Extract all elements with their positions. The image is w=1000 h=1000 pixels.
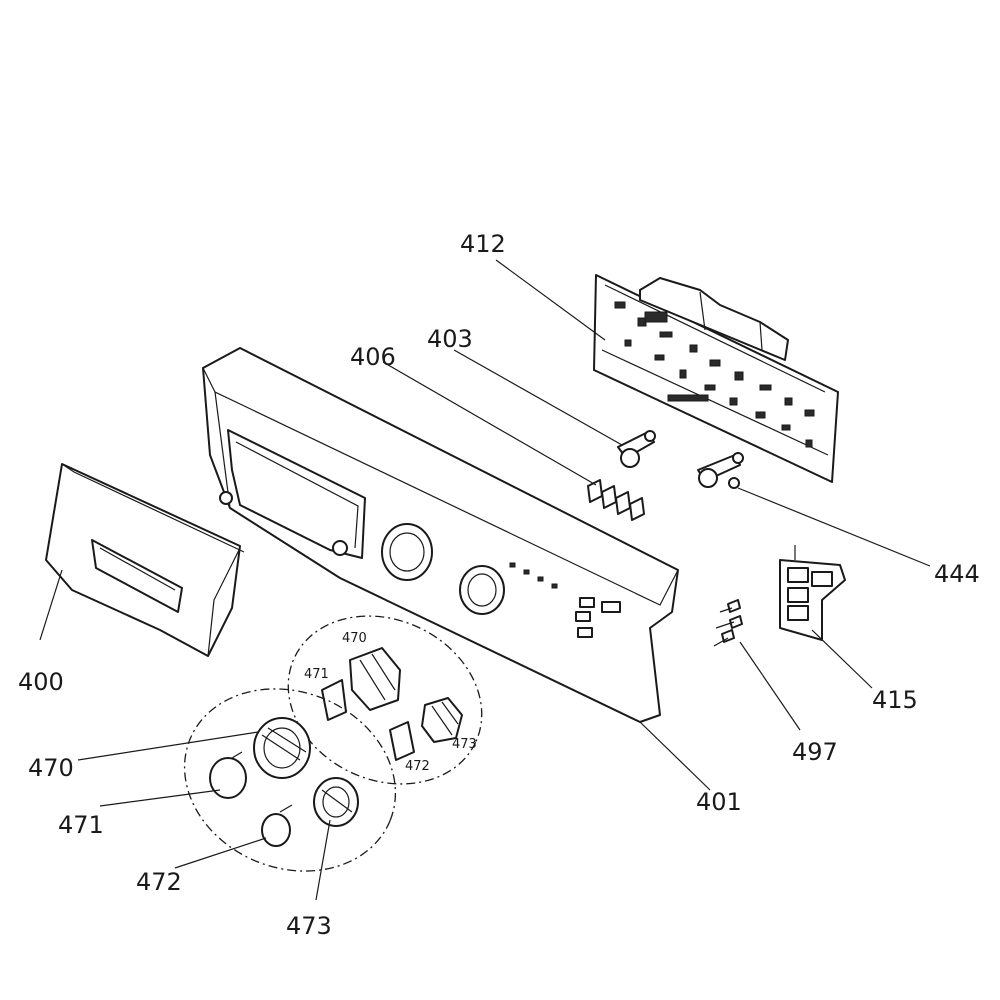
knob-473-left bbox=[313, 777, 359, 827]
label-497: 497 bbox=[792, 738, 838, 766]
part-labels: 412 403 406 444 415 497 401 400 470 471 … bbox=[18, 230, 980, 940]
knob-470-left bbox=[253, 717, 311, 779]
inner-label-473: 473 bbox=[452, 737, 477, 752]
inner-label-472: 472 bbox=[405, 759, 430, 774]
drawer-handle-400 bbox=[45, 463, 245, 657]
pointer-472-right bbox=[389, 721, 415, 761]
label-473: 473 bbox=[286, 912, 332, 940]
knob-group-right bbox=[287, 615, 483, 785]
inner-label-470: 470 bbox=[342, 631, 367, 646]
inner-label-471: 471 bbox=[304, 667, 329, 682]
label-471: 471 bbox=[58, 811, 104, 839]
label-406: 406 bbox=[350, 343, 396, 371]
label-412: 412 bbox=[460, 230, 506, 258]
pcb-components bbox=[614, 301, 815, 448]
label-444: 444 bbox=[934, 560, 980, 588]
knob-group-left bbox=[183, 688, 397, 872]
pointer-471-right bbox=[321, 679, 347, 721]
label-400: 400 bbox=[18, 668, 64, 696]
knob-cap-471 bbox=[209, 751, 247, 799]
knob-cap-472 bbox=[261, 804, 293, 847]
control-board-412 bbox=[593, 274, 839, 483]
label-470: 470 bbox=[28, 754, 74, 782]
control-panel-401 bbox=[202, 347, 679, 723]
label-415: 415 bbox=[872, 686, 918, 714]
label-401: 401 bbox=[696, 788, 742, 816]
leader-lines bbox=[39, 259, 931, 901]
knob-473-right bbox=[421, 697, 463, 743]
screws-497 bbox=[713, 599, 743, 647]
label-403: 403 bbox=[427, 325, 473, 353]
fitting-403 bbox=[617, 430, 656, 468]
label-472: 472 bbox=[136, 868, 182, 896]
fitting-444 bbox=[697, 452, 744, 489]
knob-470-right bbox=[349, 647, 401, 711]
switch-block-415 bbox=[779, 545, 846, 641]
light-guides-406 bbox=[587, 479, 645, 521]
